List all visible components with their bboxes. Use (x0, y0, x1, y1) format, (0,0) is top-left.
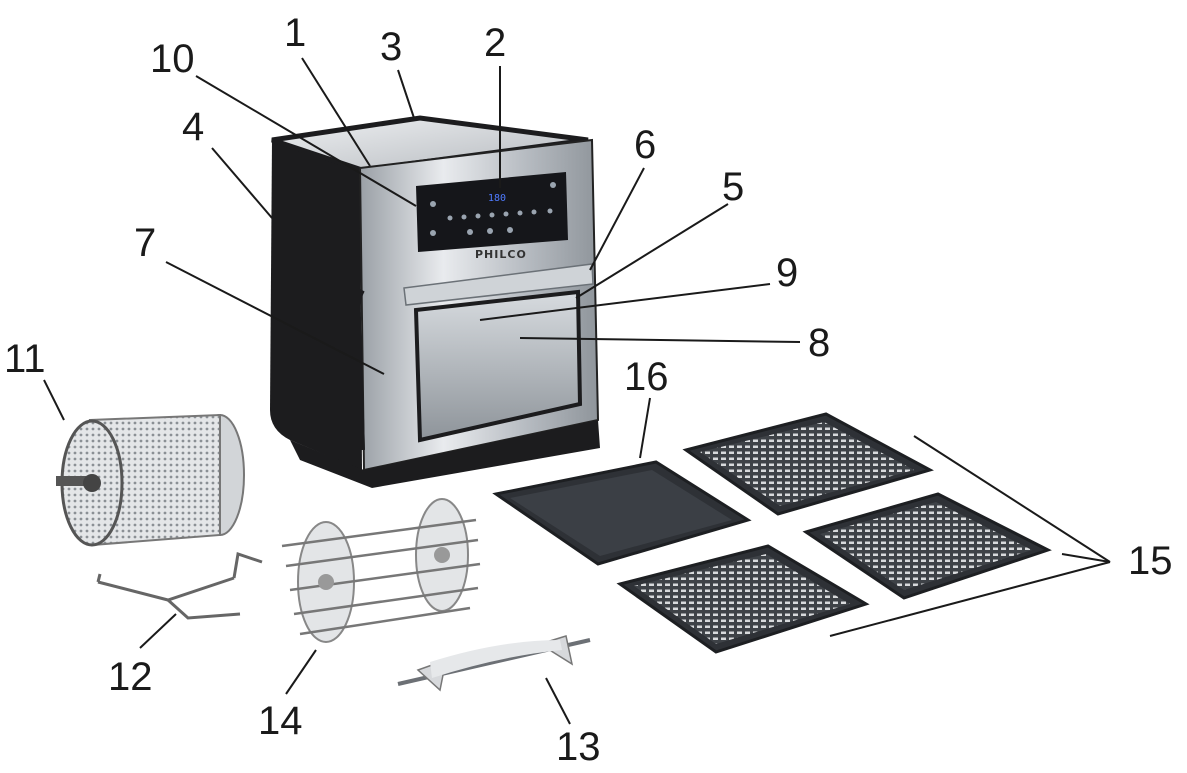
callout-1: 1 (284, 11, 306, 55)
basket-lifter-tool (96, 552, 263, 620)
leader-lines (43, 57, 1111, 725)
callout-12: 12 (108, 655, 153, 699)
callout-7: 7 (134, 221, 156, 265)
callout-5: 5 (722, 165, 744, 209)
mesh-tray-bottom (616, 544, 870, 654)
callout-10: 10 (150, 37, 195, 81)
callout-3: 3 (380, 25, 402, 69)
rotisserie-basket (56, 413, 245, 547)
mesh-tray-top (682, 412, 934, 516)
callout-numbers: 1 2 3 4 5 6 7 8 9 10 11 12 13 14 15 16 (4, 11, 1173, 769)
drip-tray (492, 460, 752, 566)
callout-4: 4 (182, 105, 204, 149)
callout-14: 14 (258, 699, 303, 743)
base (290, 420, 600, 488)
kebab-skewer-rack (281, 498, 481, 643)
panel-buttons[interactable] (430, 182, 556, 236)
door-window (413, 289, 583, 443)
rotisserie-spit (397, 635, 591, 692)
temperature-display: 180 (488, 193, 506, 204)
air-fryer-unit: 180 PHILCO (270, 115, 600, 488)
callout-16: 16 (624, 355, 669, 399)
callout-2: 2 (484, 21, 506, 65)
mesh-tray-right (802, 492, 1052, 600)
door-handle[interactable] (403, 263, 594, 306)
callout-6: 6 (634, 123, 656, 167)
brand-logo: PHILCO (475, 248, 527, 261)
door-frame-edge (354, 288, 365, 451)
callout-9: 9 (776, 251, 798, 295)
callout-8: 8 (808, 321, 830, 365)
control-panel[interactable] (416, 172, 568, 252)
callout-13: 13 (556, 725, 601, 769)
side-housing (270, 140, 362, 470)
callout-15: 15 (1128, 539, 1173, 583)
callout-11: 11 (4, 337, 46, 381)
